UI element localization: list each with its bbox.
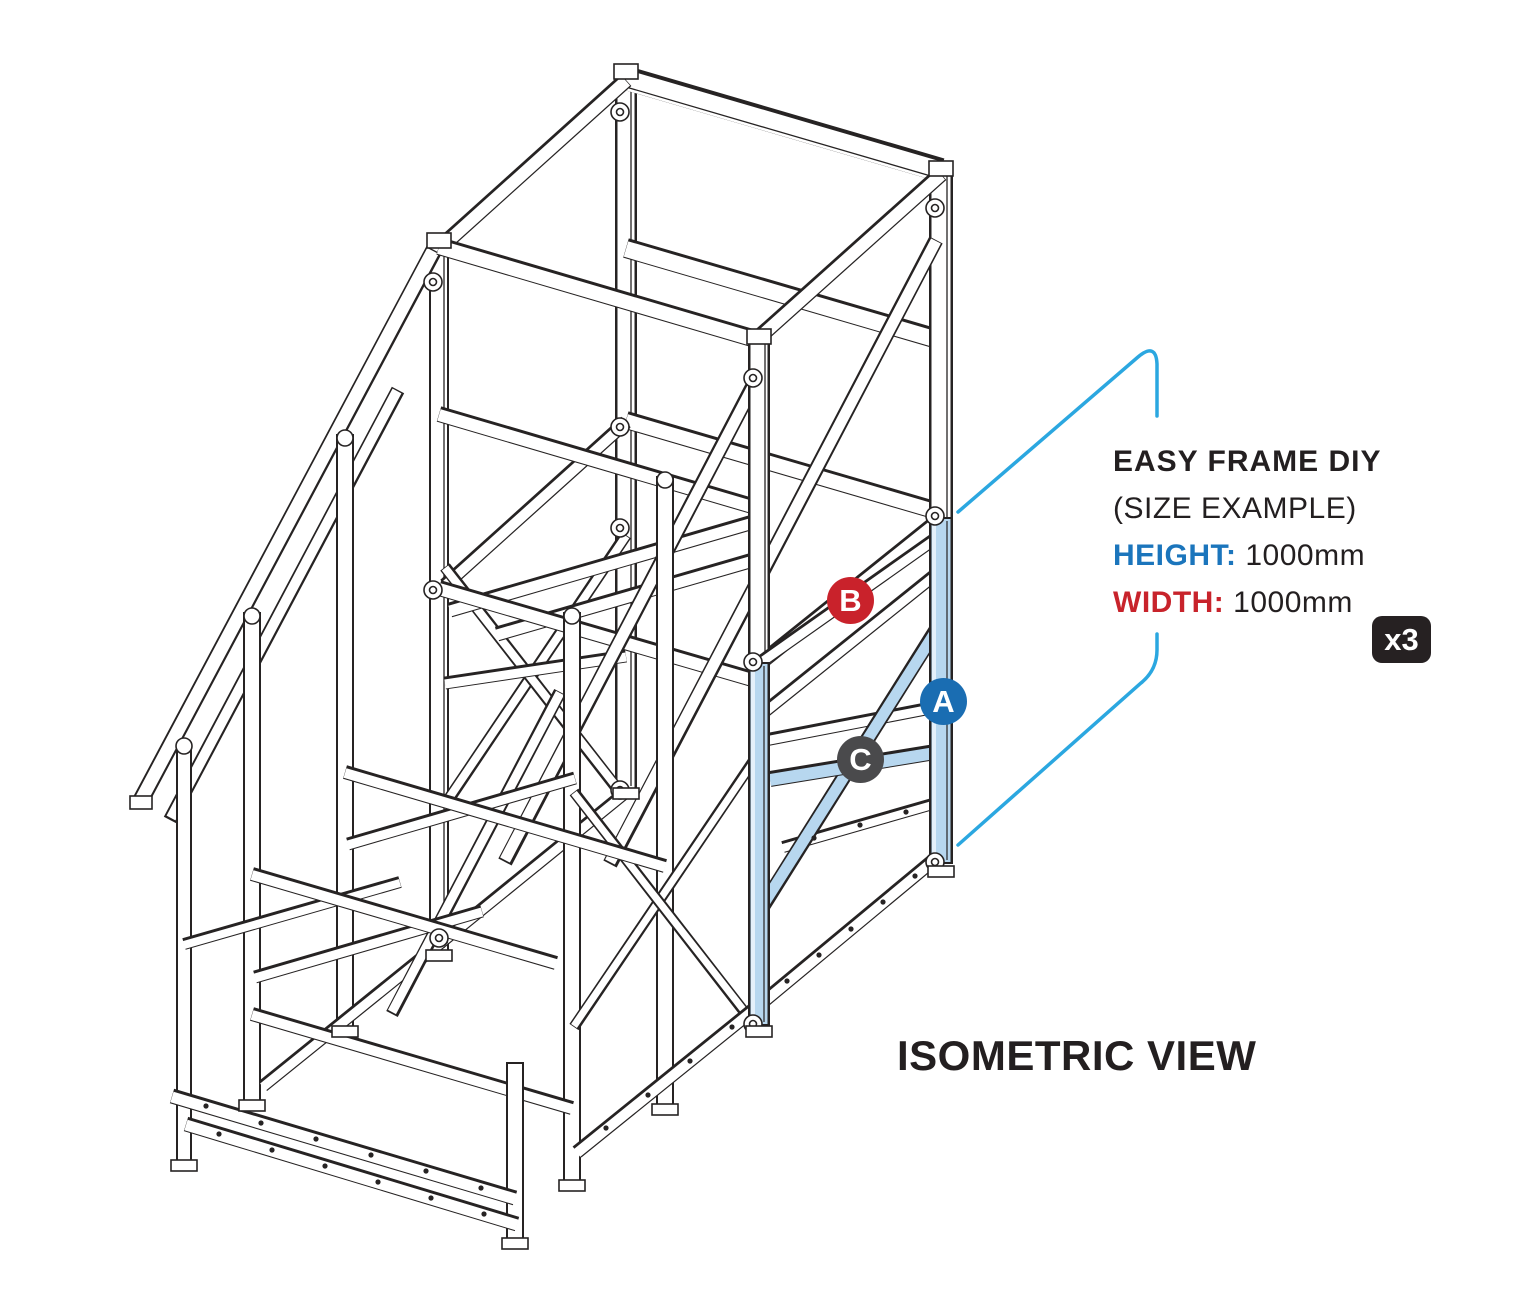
marker-a-badge: A [920,678,967,725]
width-label: WIDTH: [1113,586,1225,619]
callout-title: EASY FRAME DIY [1113,445,1382,478]
quantity-badge: x3 [1372,616,1431,663]
connector-details [129,63,955,1250]
width-value: 1000mm [1233,586,1353,619]
marker-b-badge: B [827,577,874,624]
callout-subtitle: (SIZE EXAMPLE) [1113,492,1357,525]
callout-height-line: HEIGHT: 1000mm [1113,532,1443,579]
view-title: ISOMETRIC VIEW [897,1032,1257,1079]
callout-panel: EASY FRAME DIY (SIZE EXAMPLE) HEIGHT: 10… [1113,438,1443,626]
profile-holes [203,809,918,1217]
callout-width-line: WIDTH: 1000mm [1113,579,1443,626]
callout-bracket-line [956,349,1159,847]
height-value: 1000mm [1245,539,1366,572]
marker-c-badge: C [837,736,884,783]
height-label: HEIGHT: [1113,539,1237,572]
